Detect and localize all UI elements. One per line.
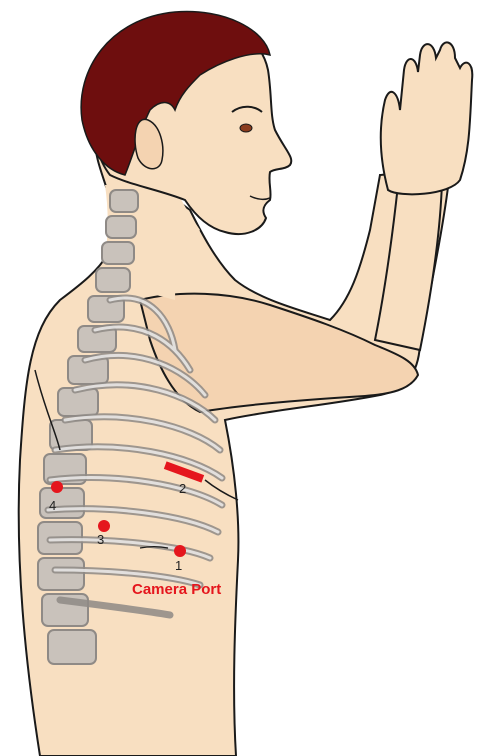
- port-1-label: 1: [175, 559, 182, 572]
- camera-port-label: Camera Port: [132, 582, 221, 597]
- port-1-marker: [174, 545, 186, 557]
- port-4-label: 4: [49, 499, 56, 512]
- port-3-marker: [98, 520, 110, 532]
- port-4-marker: [51, 481, 63, 493]
- port-2-label: 2: [179, 482, 186, 495]
- hand: [381, 42, 473, 194]
- port-3-label: 3: [97, 533, 104, 546]
- eye: [240, 124, 252, 132]
